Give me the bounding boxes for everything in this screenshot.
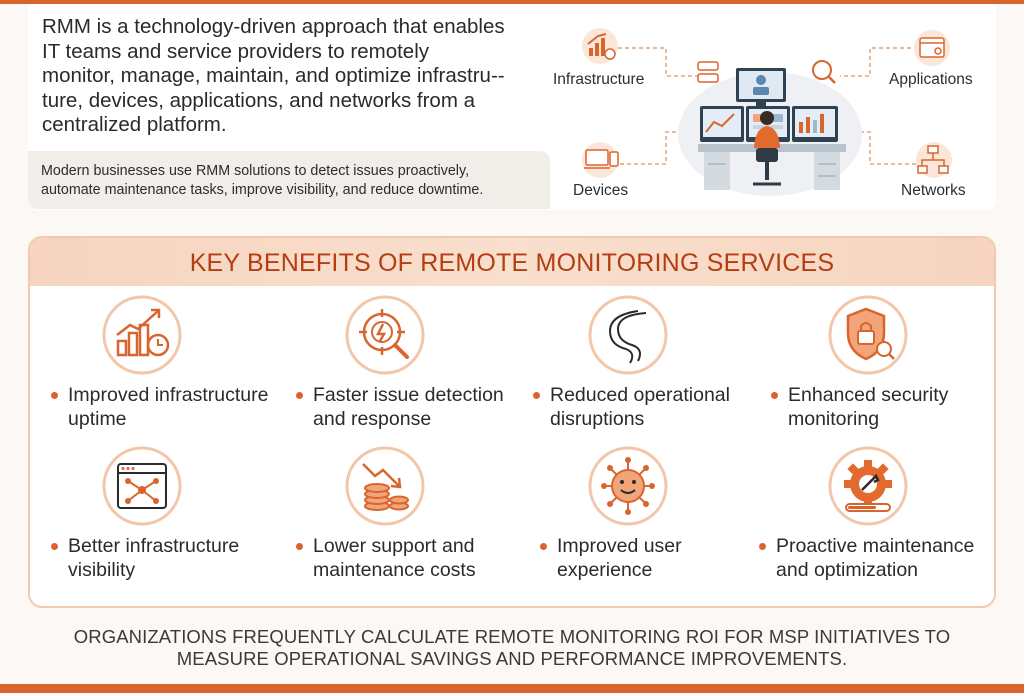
benefit-line: Better infrastructure bbox=[68, 535, 240, 557]
coins-down-icon bbox=[345, 446, 425, 526]
benefit-item: Enhanced security monitoring bbox=[771, 383, 948, 431]
benefit-item: Improved user experience bbox=[540, 534, 682, 582]
intro-note: Modern businesses use RMM solutions to d… bbox=[28, 151, 550, 209]
benefit-line: Improved user bbox=[557, 535, 682, 557]
small-growth-chart-icon bbox=[582, 28, 618, 64]
small-devices-icon bbox=[582, 142, 619, 178]
bullet-dot bbox=[540, 543, 547, 550]
benefit-item: Lower support and maintenance costs bbox=[296, 534, 476, 582]
benefit-line: disruptions bbox=[550, 408, 645, 430]
benefit-line: and response bbox=[313, 408, 432, 430]
bullet-dot bbox=[296, 392, 303, 399]
bullet-dot bbox=[51, 392, 58, 399]
benefit-item: Reduced operational disruptions bbox=[533, 383, 730, 431]
rmm-illustration: Infrastructure Applications Devices Netw… bbox=[548, 14, 988, 210]
small-magnifier-icon bbox=[812, 60, 836, 84]
benefit-line: maintenance costs bbox=[313, 559, 476, 581]
footer-line: ORGANIZATIONS FREQUENTLY CALCULATE REMOT… bbox=[73, 626, 951, 647]
benefit-line: Reduced operational bbox=[550, 384, 730, 406]
devices-label: Devices bbox=[573, 182, 629, 199]
small-network-icon bbox=[916, 142, 952, 178]
intro-text: RMM is a technology-driven approach that… bbox=[42, 15, 542, 138]
monitor-top bbox=[736, 68, 786, 108]
benefit-item: Proactive maintenance and optimization bbox=[759, 534, 974, 582]
benefit-line: Faster issue detection bbox=[313, 384, 504, 406]
benefit-item: Better infrastructure visibility bbox=[51, 534, 239, 582]
monitor-right bbox=[792, 106, 838, 142]
bullet-dot bbox=[533, 392, 540, 399]
growth-chart-icon bbox=[102, 295, 182, 375]
benefit-line: monitoring bbox=[788, 408, 880, 430]
benefits-header bbox=[30, 238, 994, 286]
footer-statement: ORGANIZATIONS FREQUENTLY CALCULATE REMOT… bbox=[0, 626, 1024, 670]
bullet-dot bbox=[51, 543, 58, 550]
intro-line: ture, devices, applications, and network… bbox=[42, 88, 475, 112]
benefit-item: Faster issue detection and response bbox=[296, 383, 504, 431]
benefit-line: Enhanced security bbox=[788, 384, 949, 406]
benefit-line: uptime bbox=[68, 408, 127, 430]
benefits-panel: KEY BENEFITS OF REMOTE MONITORING SERVIC… bbox=[28, 236, 996, 608]
infrastructure-label: Infrastructure bbox=[553, 71, 645, 88]
intro-line: IT teams and service providers to remote… bbox=[42, 39, 429, 63]
intro-line: centralized platform. bbox=[42, 113, 227, 136]
benefit-line: experience bbox=[557, 559, 653, 581]
small-server-icon bbox=[697, 61, 719, 83]
network-window-icon bbox=[102, 446, 182, 526]
footer-line: MEASURE OPERATIONAL SAVINGS AND PERFORMA… bbox=[176, 648, 848, 669]
intro-note-line: Modern businesses use RMM solutions to d… bbox=[41, 163, 470, 179]
top-accent-bar bbox=[0, 0, 1024, 4]
benefit-line: Lower support and bbox=[313, 535, 475, 557]
benefit-line: visibility bbox=[68, 559, 136, 581]
intro-note-line: automate maintenance tasks, improve visi… bbox=[41, 182, 484, 198]
applications-label: Applications bbox=[889, 71, 973, 88]
benefit-line: Improved infrastructure bbox=[68, 384, 269, 406]
smiley-network-icon bbox=[588, 446, 668, 526]
monitor-left bbox=[700, 106, 744, 142]
bullet-dot bbox=[296, 543, 303, 550]
benefit-line: and optimization bbox=[776, 559, 919, 581]
security-shield-icon bbox=[828, 295, 908, 375]
bullet-dot bbox=[771, 392, 778, 399]
workstation-illustration bbox=[582, 28, 952, 196]
small-app-window-icon bbox=[914, 30, 950, 66]
networks-label: Networks bbox=[901, 182, 966, 199]
benefit-item: Improved infrastructure uptime bbox=[51, 383, 269, 431]
smooth-road-icon bbox=[588, 295, 668, 375]
benefit-line: Proactive maintenance bbox=[776, 535, 975, 557]
target-search-icon bbox=[345, 295, 425, 375]
intro-line: monitor, manage, maintain, and optimize … bbox=[42, 64, 505, 87]
bullet-dot bbox=[759, 543, 766, 550]
gear-wrench-icon bbox=[828, 446, 908, 526]
bottom-accent-bar bbox=[0, 684, 1024, 693]
benefits-title: KEY BENEFITS OF REMOTE MONITORING SERVIC… bbox=[189, 249, 835, 277]
person-at-desk bbox=[753, 111, 781, 186]
intro-line: RMM is a technology-driven approach that… bbox=[42, 15, 505, 38]
